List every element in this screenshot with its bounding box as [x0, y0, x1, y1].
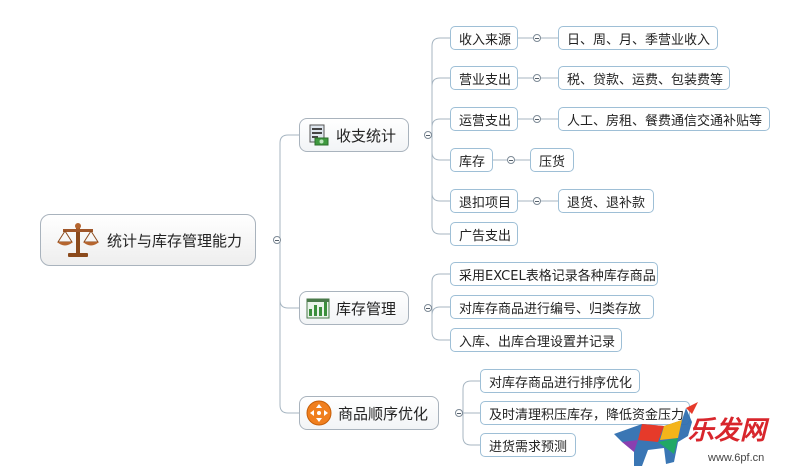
leaf-demand-forecast[interactable]: 进货需求预测: [480, 433, 576, 457]
branch-income-expense[interactable]: 收支统计: [299, 118, 409, 152]
root-label: 统计与库存管理能力: [107, 231, 243, 250]
collapse-toggle[interactable]: [455, 409, 463, 417]
leaf-in-out-records[interactable]: 入库、出库合理设置并记录: [450, 328, 622, 352]
root-connector: [279, 240, 299, 414]
inventory-chart-icon: [306, 296, 330, 320]
branch-label: 收支统计: [336, 126, 397, 145]
root-node[interactable]: 统计与库存管理能力: [40, 214, 256, 266]
leaf-refund-detail[interactable]: 退货、退补款: [558, 189, 654, 213]
leaf-excel-records[interactable]: 采用EXCEL表格记录各种库存商品: [450, 262, 658, 286]
leaf-inventory-detail[interactable]: 压货: [530, 148, 574, 172]
root-connector: [279, 134, 299, 240]
branch-connector: [431, 118, 450, 135]
leaf-operating-expense[interactable]: 营业支出: [450, 66, 518, 90]
collapse-toggle[interactable]: [507, 156, 515, 164]
branch-connector: [462, 380, 480, 413]
collapse-toggle[interactable]: [424, 131, 432, 139]
scale-icon: [55, 222, 101, 258]
leaf-income-detail[interactable]: 日、周、月、季营业收入: [558, 26, 718, 50]
collapse-toggle[interactable]: [533, 74, 541, 82]
branch-product-order[interactable]: 商品顺序优化: [299, 396, 439, 430]
branch-connector: [431, 135, 450, 202]
branch-connector: [431, 273, 450, 308]
leaf-income-source[interactable]: 收入来源: [450, 26, 518, 50]
branch-connector: [431, 308, 450, 341]
collapse-toggle[interactable]: [273, 236, 281, 244]
branch-label: 库存管理: [336, 299, 397, 318]
leaf-operating-detail[interactable]: 税、贷款、运费、包装费等: [558, 66, 730, 90]
branch-connector: [431, 135, 450, 235]
branch-connector: [431, 306, 450, 316]
leaf-refund-items[interactable]: 退扣项目: [450, 189, 518, 213]
ledger-icon: [306, 123, 330, 147]
reorder-arrows-icon: [306, 400, 332, 426]
leaf-running-detail[interactable]: 人工、房租、餐费通信交通补贴等: [558, 107, 770, 131]
leaf-numbering[interactable]: 对库存商品进行编号、归类存放: [450, 295, 654, 319]
branch-connector: [462, 413, 480, 446]
leaf-inventory[interactable]: 库存: [450, 148, 493, 172]
leaf-clear-backlog[interactable]: 及时清理积压库存，降低资金压力: [480, 401, 690, 425]
branch-label: 商品顺序优化: [338, 404, 429, 423]
collapse-toggle[interactable]: [533, 197, 541, 205]
leaf-ad-expense[interactable]: 广告支出: [450, 222, 518, 246]
collapse-toggle[interactable]: [533, 115, 541, 123]
leaf-sort-optimize[interactable]: 对库存商品进行排序优化: [480, 369, 640, 393]
root-connector: [279, 240, 299, 309]
collapse-toggle[interactable]: [533, 34, 541, 42]
branch-connector: [431, 37, 450, 135]
collapse-toggle[interactable]: [424, 304, 432, 312]
leaf-running-expense[interactable]: 运营支出: [450, 107, 518, 131]
branch-connector: [431, 77, 450, 135]
watermark-title: 乐发网: [688, 416, 767, 446]
branch-inventory-management[interactable]: 库存管理: [299, 291, 409, 325]
branch-connector: [431, 135, 450, 161]
bull-logo-icon: [614, 402, 698, 466]
watermark-url: www.6pf.cn: [708, 452, 765, 464]
